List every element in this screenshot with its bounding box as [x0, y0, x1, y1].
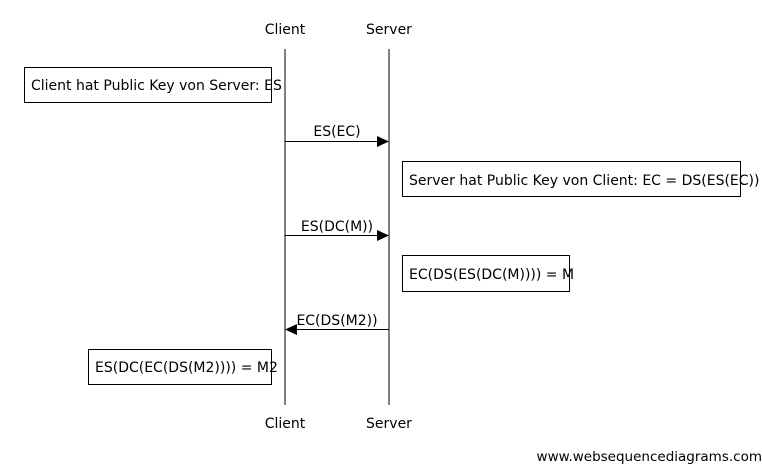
svg-text:Client hat Public Key von Serv: Client hat Public Key von Server: ES [31, 78, 282, 94]
svg-text:ES(DC(EC(DS(M2)))) = M2: ES(DC(EC(DS(M2)))) = M2 [95, 360, 278, 376]
svg-text:Server hat Public Key von Clie: Server hat Public Key von Client: EC = D… [409, 173, 759, 189]
note-client-key: Client hat Public Key von Server: ES [24, 67, 282, 103]
svg-text:ES(DC(M)): ES(DC(M)) [301, 219, 373, 235]
participant-server-top: Server [366, 22, 412, 38]
note-decrypt-m2: ES(DC(EC(DS(M2)))) = M2 [88, 349, 278, 385]
svg-text:EC(DS(M2)): EC(DS(M2)) [296, 313, 377, 329]
watermark-text: www.websequencediagrams.com [537, 449, 762, 464]
note-server-key: Server hat Public Key von Client: EC = D… [402, 161, 759, 197]
participant-server-bottom: Server [366, 416, 412, 432]
message-es-dc-m: ES(DC(M)) [285, 219, 389, 241]
participant-client-top: Client [265, 22, 306, 38]
message-ec-ds-m2: EC(DS(M2)) [285, 313, 389, 335]
message-es-ec: ES(EC) [285, 124, 389, 147]
note-decrypt-m: EC(DS(ES(DC(M)))) = M [402, 255, 574, 292]
svg-text:EC(DS(ES(DC(M)))) = M: EC(DS(ES(DC(M)))) = M [409, 267, 574, 283]
participant-client-bottom: Client [265, 416, 306, 432]
svg-text:ES(EC): ES(EC) [313, 124, 360, 140]
